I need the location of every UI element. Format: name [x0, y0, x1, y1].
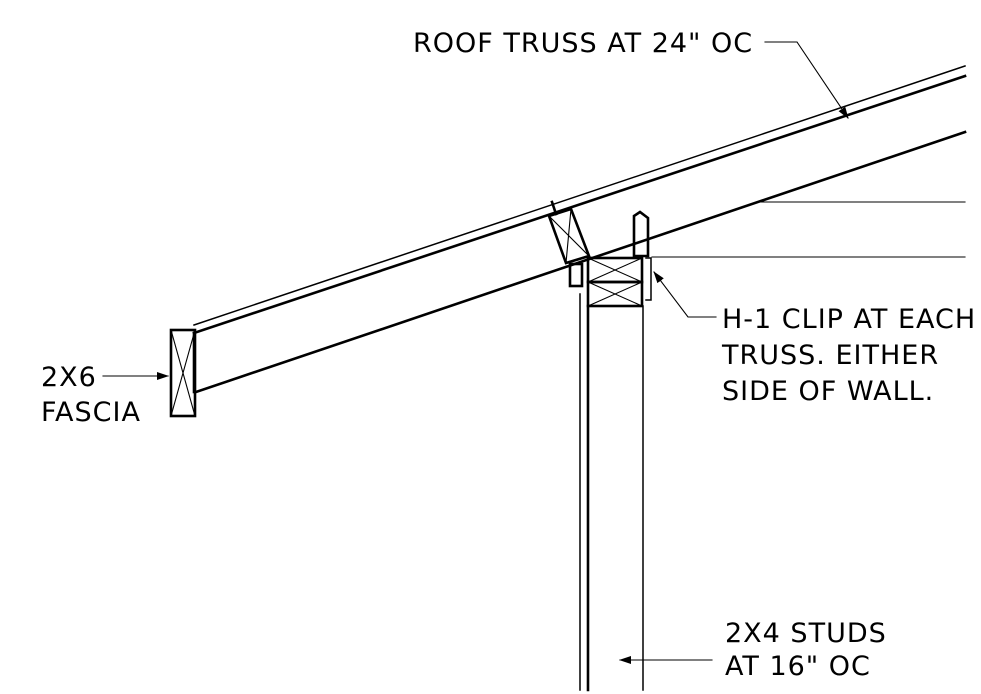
- roof-truss-label: ROOF TRUSS AT 24" OC: [413, 28, 753, 59]
- clip-label-line1: H-1 CLIP AT EACH: [722, 304, 976, 335]
- roof-truss-top-chord: [192, 65, 967, 394]
- ceiling-lines: [651, 201, 966, 258]
- h1-clip: [632, 210, 652, 301]
- fascia-board: [169, 328, 197, 418]
- leader-roof-truss: [764, 41, 849, 119]
- fascia-label-line1: 2X6: [41, 362, 97, 393]
- wall-top-plates: [586, 256, 644, 308]
- fascia-label-line2: FASCIA: [41, 397, 141, 428]
- truss-blocking: [547, 200, 591, 265]
- exterior-sheathing-block: [568, 262, 584, 288]
- clip-label-line3: SIDE OF WALL.: [722, 376, 934, 407]
- wall-studs: [579, 293, 644, 692]
- leader-h1-clip: [653, 271, 717, 318]
- studs-label-line2: AT 16" OC: [725, 651, 871, 682]
- studs-label-line1: 2X4 STUDS: [725, 618, 887, 649]
- clip-label-line2: TRUSS. EITHER: [721, 340, 939, 371]
